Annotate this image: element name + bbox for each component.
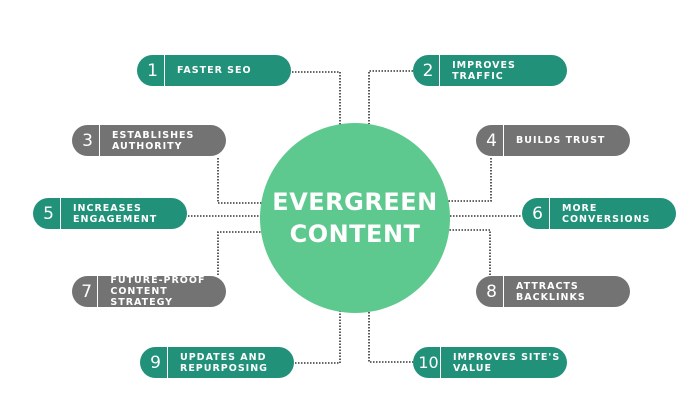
benefit-item-6: 6 MORE CONVERSIONS (522, 198, 676, 229)
item-label: BUILDS TRUST (516, 135, 606, 146)
item-number: 1 (137, 55, 165, 86)
item-number: 9 (140, 347, 168, 378)
item-label: IMPROVES SITE'S VALUE (453, 351, 561, 374)
benefit-item-5: 5 INCREASES ENGAGEMENT (33, 198, 187, 229)
center-title-line2: CONTENT (289, 220, 421, 248)
item-number: 8 (476, 276, 504, 307)
item-label: FASTER SEO (177, 65, 252, 76)
benefit-item-3: 3 ESTABLISHES AUTHORITY (72, 125, 226, 156)
item-number: 6 (522, 198, 550, 229)
benefit-item-10: 10 IMPROVES SITE'S VALUE (413, 347, 567, 378)
item-number: 10 (413, 347, 441, 378)
item-label: FUTURE-PROOF CONTENT STRATEGY (110, 275, 206, 308)
item-number: 3 (72, 125, 100, 156)
item-label: INCREASES ENGAGEMENT (73, 202, 158, 225)
item-label: IMPROVES TRAFFIC (452, 59, 516, 82)
connector-10 (368, 309, 413, 363)
item-number: 7 (72, 276, 99, 307)
item-number: 2 (413, 55, 441, 86)
connector-2 (368, 70, 413, 124)
item-label: UPDATES AND REPURPOSING (180, 351, 268, 374)
connector-9 (295, 311, 341, 364)
item-label: ESTABLISHES AUTHORITY (112, 129, 195, 152)
connector-1 (292, 71, 341, 126)
item-label: MORE CONVERSIONS (562, 202, 651, 225)
item-label: ATTRACTS BACKLINKS (516, 280, 586, 303)
item-number: 5 (33, 198, 61, 229)
benefit-item-1: 1 FASTER SEO (137, 55, 291, 86)
connector-4 (448, 158, 492, 202)
center-circle: EVERGREEN CONTENT (260, 123, 450, 313)
benefit-item-4: 4 BUILDS TRUST (476, 125, 630, 156)
benefit-item-9: 9 UPDATES AND REPURPOSING (140, 347, 294, 378)
connector-8 (448, 229, 491, 275)
item-number: 4 (476, 125, 504, 156)
connector-3 (217, 158, 262, 204)
benefit-item-8: 8 ATTRACTS BACKLINKS (476, 276, 630, 307)
benefit-item-7: 7 FUTURE-PROOF CONTENT STRATEGY (72, 275, 226, 308)
connector-7 (217, 231, 262, 275)
benefit-item-2: 2 IMPROVES TRAFFIC (413, 55, 567, 86)
center-title-line1: EVERGREEN (272, 188, 438, 216)
